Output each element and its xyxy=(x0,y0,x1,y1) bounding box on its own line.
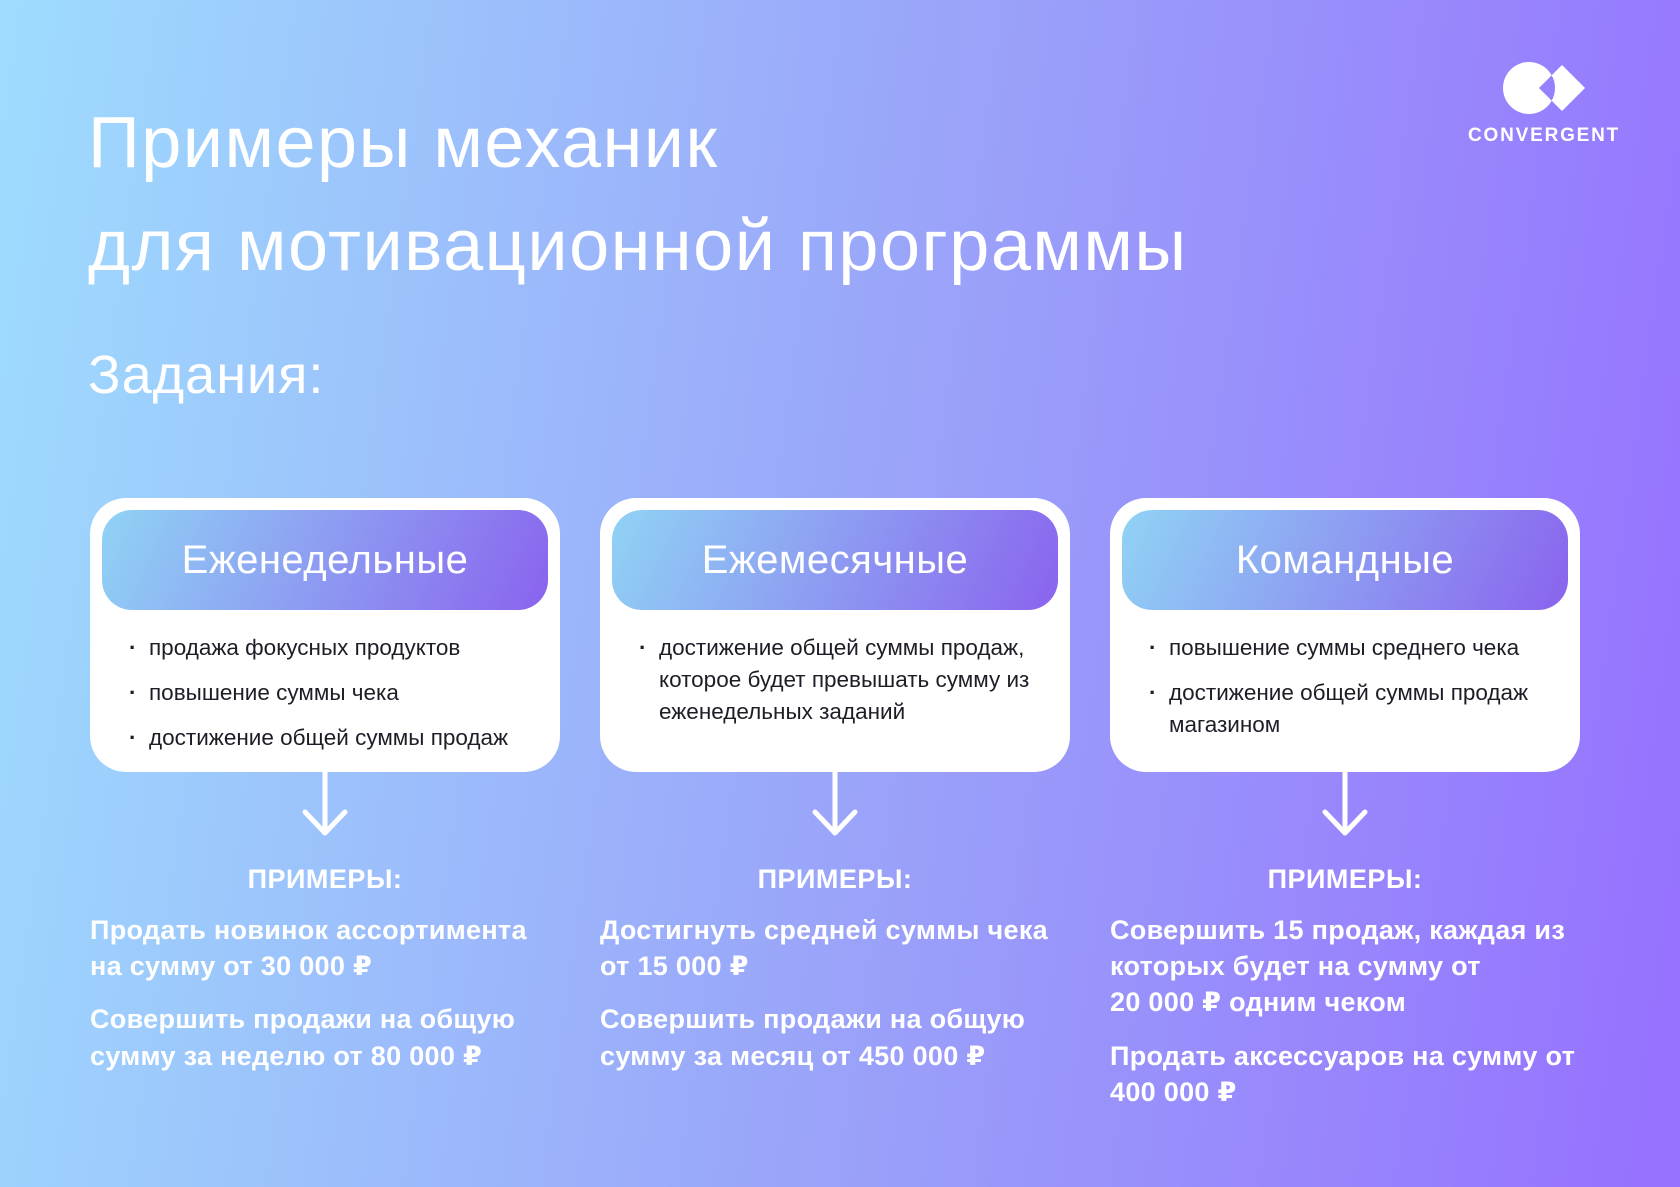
bullet-item: достижение общей суммы продаж, которое б… xyxy=(632,632,1042,728)
card-monthly-bullets: достижение общей суммы продаж, которое б… xyxy=(612,610,1058,728)
bullet-item: достижение общей суммы продаж магазином xyxy=(1142,677,1552,741)
examples-label: ПРИМЕРЫ: xyxy=(1267,864,1423,894)
card-team-header: Командные xyxy=(1122,510,1568,610)
bullet-item: продажа фокусных продуктов xyxy=(122,632,532,664)
card-team: Командные повышение суммы среднего чека … xyxy=(1110,498,1580,772)
example-item: Совершить 15 продаж, каждая из которых б… xyxy=(1110,915,1566,1018)
section-title: Задания: xyxy=(88,345,325,405)
page-title-line-2: для мотивационной программы xyxy=(88,205,1188,286)
column-team: Командные повышение суммы среднего чека … xyxy=(1110,498,1580,1110)
example-item: Достигнуть средней суммы чека от 15 000 … xyxy=(600,915,1048,982)
page-title-line-1: Примеры механик xyxy=(88,103,719,183)
example-item: Продать аксессуаров на сумму от 400 000 … xyxy=(1110,1040,1576,1107)
examples-weekly: ПРИМЕРЫ: Продать новинок ассортимента на… xyxy=(90,864,560,1074)
examples-team: ПРИМЕРЫ: Совершить 15 продаж, каждая из … xyxy=(1110,864,1580,1110)
card-monthly-header: Ежемесячные xyxy=(612,510,1058,610)
column-monthly: Ежемесячные достижение общей суммы прода… xyxy=(600,498,1070,1110)
circle-diamond-logo-icon xyxy=(1503,62,1585,114)
convergent-logo-text: CONVERGENT xyxy=(1468,125,1621,146)
column-weekly: Еженедельные продажа фокусных продуктов … xyxy=(90,498,560,1110)
task-columns: Еженедельные продажа фокусных продуктов … xyxy=(90,498,1590,1110)
convergent-logo: CONVERGENT xyxy=(1468,60,1620,147)
bullet-item: достижение общей суммы продаж xyxy=(122,722,532,754)
bullet-item: повышение суммы чека xyxy=(122,677,532,709)
examples-monthly: ПРИМЕРЫ: Достигнуть средней суммы чека о… xyxy=(600,864,1070,1074)
card-weekly-bullets: продажа фокусных продуктов повышение сум… xyxy=(102,610,548,754)
example-item: Продать новинок ассортимента на сумму от… xyxy=(90,915,527,982)
card-weekly: Еженедельные продажа фокусных продуктов … xyxy=(90,498,560,772)
card-weekly-header: Еженедельные xyxy=(102,510,548,610)
examples-label: ПРИМЕРЫ: xyxy=(247,864,403,894)
down-arrow-icon xyxy=(1322,772,1368,836)
card-monthly: Ежемесячные достижение общей суммы прода… xyxy=(600,498,1070,772)
examples-label: ПРИМЕРЫ: xyxy=(757,864,913,894)
example-item: Совершить продажи на общую сумму за неде… xyxy=(90,1004,516,1071)
card-team-bullets: повышение суммы среднего чека достижение… xyxy=(1122,610,1568,741)
down-arrow-icon xyxy=(302,772,348,836)
example-item: Совершить продажи на общую сумму за меся… xyxy=(600,1004,1026,1071)
page-title: Примеры механик для мотивационной програ… xyxy=(88,92,1188,298)
down-arrow-icon xyxy=(812,772,858,836)
bullet-item: повышение суммы среднего чека xyxy=(1142,632,1552,664)
